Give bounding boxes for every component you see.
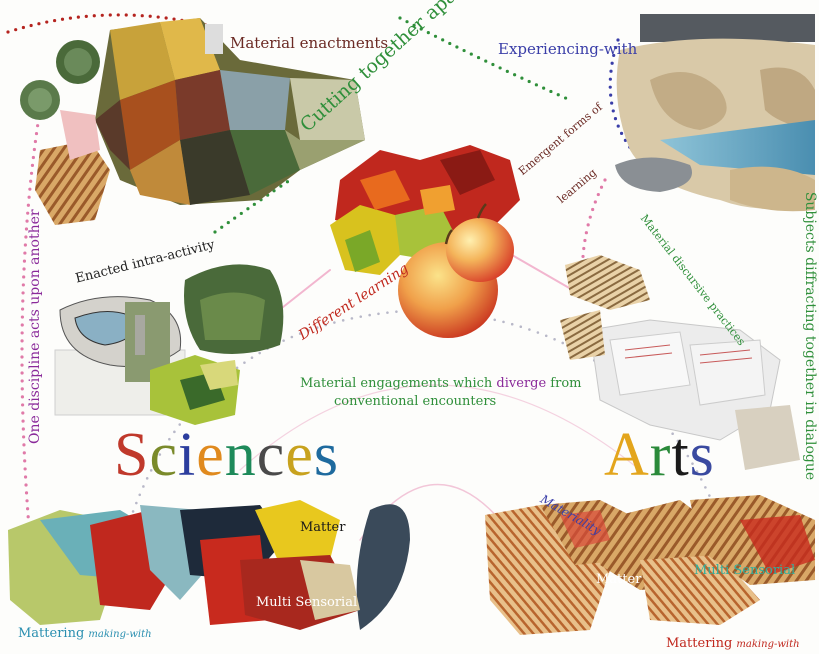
- label-multi-sensorial-right: Multi Sensorial: [694, 563, 795, 578]
- sciences-letter: c: [149, 420, 178, 491]
- painted-shapes-left: [8, 500, 410, 630]
- label-material-enactments: Material enactments: [230, 34, 388, 52]
- label-mattering-right-text: Mattering: [666, 636, 732, 651]
- label-experiencing-with: Experiencing-with: [498, 40, 637, 58]
- rock-collage: [615, 14, 815, 211]
- label-one-discipline: One discipline acts upon another: [27, 224, 43, 444]
- garden-collage: [55, 264, 283, 425]
- label-engagements-part2: from: [546, 376, 581, 391]
- label-making-with-right: making-with: [736, 639, 799, 650]
- arts-letter: r: [650, 420, 672, 491]
- arts-letter: s: [690, 420, 715, 491]
- label-mattering-right: Mattering making-with: [666, 636, 800, 651]
- sciences-letter: e: [285, 420, 314, 491]
- arts-letter: t: [671, 420, 689, 491]
- sciences-letter: i: [178, 420, 196, 491]
- sciences-letter: c: [257, 420, 286, 491]
- title-arts: Arts: [604, 420, 715, 491]
- label-multi-sensorial-left: Multi Sensorial: [256, 595, 357, 610]
- sciences-letter: e: [196, 420, 225, 491]
- sciences-letter: n: [225, 420, 257, 491]
- sciences-letter: S: [114, 420, 149, 491]
- label-subjects-diffracting: Subjects diffracting together in dialogu…: [802, 186, 818, 486]
- label-matter-left: Matter: [300, 520, 345, 535]
- arts-letter: A: [604, 420, 650, 491]
- label-matter-right: Matter: [596, 572, 641, 587]
- label-mattering-left-text: Mattering: [18, 626, 84, 641]
- label-engagements-line1: Material engagements which diverge from: [300, 376, 581, 391]
- label-mattering-left: Mattering making-with: [18, 626, 152, 641]
- sciences-letter: s: [314, 420, 339, 491]
- label-making-with-left: making-with: [88, 629, 151, 640]
- title-sciences: Sciences: [114, 420, 339, 491]
- label-engagements-diverge: diverge: [496, 376, 546, 391]
- label-engagements-part1: Material engagements which: [300, 376, 496, 391]
- label-engagements-line2: conventional encounters: [334, 394, 496, 409]
